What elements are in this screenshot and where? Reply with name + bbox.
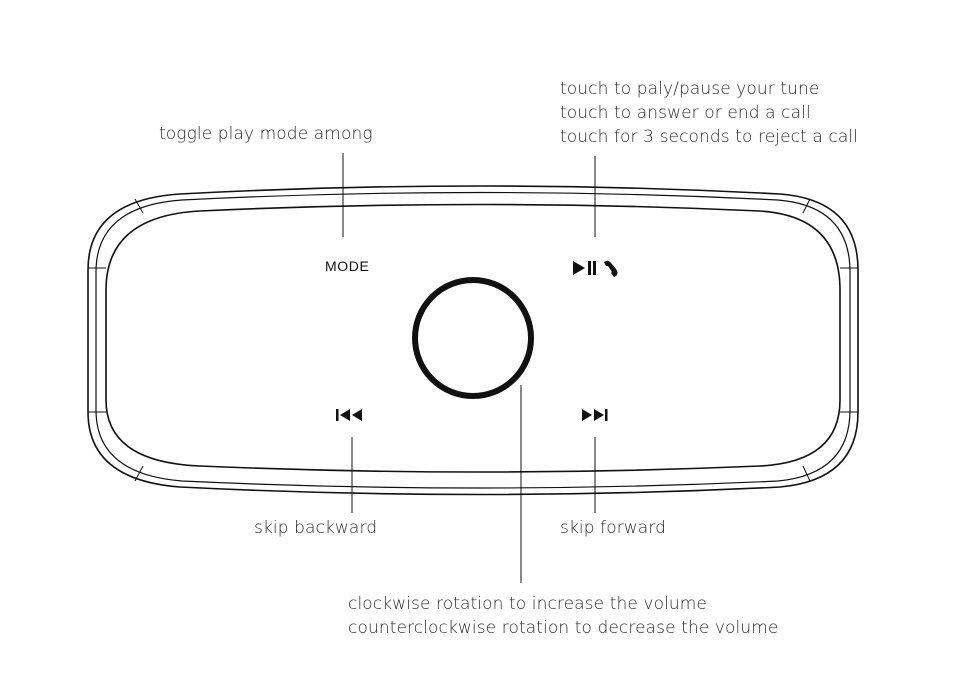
seam-tick <box>134 465 144 482</box>
play-pause-icon[interactable] <box>573 261 596 275</box>
callout-skip-backward: skip backward <box>254 518 378 538</box>
mode-button-label[interactable]: MODE <box>325 258 370 274</box>
callout-mode: toggle play mode among <box>159 124 373 144</box>
volume-knob-icon[interactable] <box>412 277 534 399</box>
speaker-outer-outline <box>87 185 859 496</box>
callout-play-pause-line-3: touch for 3 seconds to reject a call <box>560 127 859 147</box>
callout-volume-line-1: clockwise rotation to increase the volum… <box>348 594 707 614</box>
skip-backward-icon[interactable] <box>336 409 362 421</box>
skip-forward-icon[interactable] <box>582 409 608 421</box>
seam-tick <box>802 198 811 214</box>
speaker-middle-outline <box>95 191 851 489</box>
phone-icon[interactable] <box>604 260 618 277</box>
seam-tick <box>802 465 811 482</box>
seam-tick <box>134 198 144 214</box>
callout-play-pause-line-1: touch to paly/pause your tune <box>560 79 820 99</box>
callout-play-pause-line-2: touch to answer or end a call <box>560 103 811 123</box>
speaker-top-panel <box>105 203 841 473</box>
callout-volume-line-2: counterclockwise rotation to decrease th… <box>348 618 779 638</box>
callout-skip-forward: skip forward <box>560 518 666 538</box>
